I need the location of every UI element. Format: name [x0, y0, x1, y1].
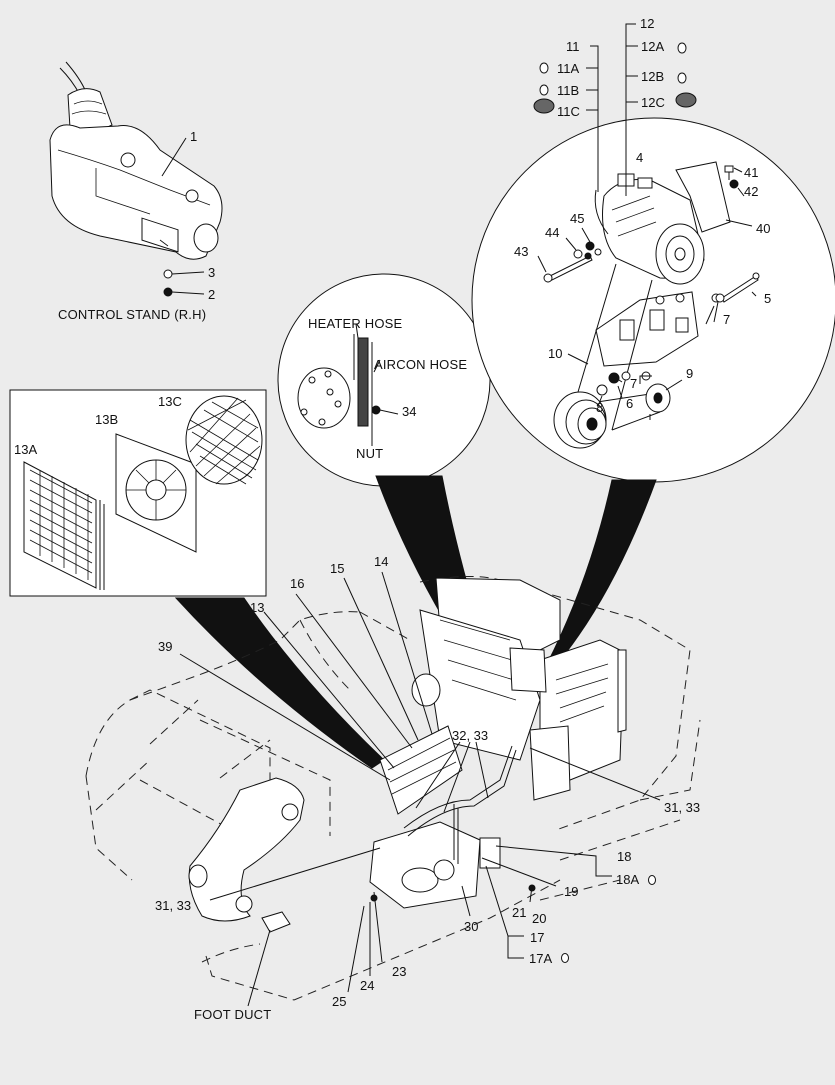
label-12b: 12B	[641, 69, 664, 84]
label-14: 14	[374, 554, 388, 569]
hose-detail-inset	[277, 273, 491, 487]
label-4: 4	[636, 150, 643, 165]
engine-assembly	[261, 577, 627, 933]
label-11: 11	[566, 39, 580, 54]
label-12c: 12C	[641, 95, 665, 110]
caption-aircon-hose: AIRCON HOSE	[374, 357, 467, 372]
label-15: 15	[330, 561, 344, 576]
label-30: 30	[464, 919, 478, 934]
label-12a: 12A	[641, 39, 664, 54]
label-2: 2	[208, 287, 215, 302]
bolt-21	[528, 884, 536, 892]
label-45: 45	[570, 211, 584, 226]
label-11a: 11A	[557, 61, 579, 76]
label-9: 9	[686, 366, 693, 381]
label-18: 18	[617, 849, 631, 864]
caption-heater-hose: HEATER HOSE	[308, 316, 403, 331]
caption-foot-duct: FOOT DUCT	[194, 1007, 271, 1022]
label-13: 13	[250, 600, 264, 615]
bolt-24	[370, 894, 378, 902]
label-19: 19	[564, 884, 578, 899]
label-13a: 13A	[14, 442, 37, 457]
label-16: 16	[290, 576, 304, 591]
washer-17a	[561, 953, 569, 963]
caption-control-stand: CONTROL STAND (R.H)	[58, 307, 206, 322]
main-leader-lines	[179, 571, 661, 1007]
label-31-33-right: 31, 33	[664, 800, 700, 815]
washer-callouts	[533, 23, 697, 196]
label-13b: 13B	[95, 412, 118, 427]
label-31-33-left: 31, 33	[155, 898, 191, 913]
label-25: 25	[332, 994, 346, 1009]
label-41: 41	[744, 165, 758, 180]
label-43: 43	[514, 244, 528, 259]
label-34: 34	[402, 404, 416, 419]
label-11b: 11B	[557, 83, 579, 98]
control-stand-illustration	[49, 61, 223, 297]
label-17: 17	[530, 930, 544, 945]
label-21: 21	[512, 905, 526, 920]
label-13c: 13C	[158, 394, 182, 409]
label-8: 8	[596, 400, 603, 415]
label-3: 3	[208, 265, 215, 280]
label-40: 40	[756, 221, 770, 236]
condenser-inset	[9, 389, 267, 597]
label-7-right: 7	[723, 312, 730, 327]
label-42: 42	[744, 184, 758, 199]
label-24: 24	[360, 978, 374, 993]
label-17a: 17A	[529, 951, 552, 966]
caption-nut: NUT	[356, 446, 383, 461]
washer-18a	[648, 875, 656, 885]
label-10: 10	[548, 346, 562, 361]
label-1: 1	[190, 129, 197, 144]
label-32-33: 32, 33	[452, 728, 488, 743]
compressor-inset	[471, 117, 835, 483]
label-12: 12	[640, 16, 654, 31]
label-5: 5	[764, 291, 771, 306]
label-6: 6	[626, 396, 633, 411]
label-23: 23	[392, 964, 406, 979]
label-44: 44	[545, 225, 559, 240]
label-39: 39	[158, 639, 172, 654]
label-11c: 11C	[557, 104, 580, 119]
label-18a: 18A	[616, 872, 639, 887]
label-20: 20	[532, 911, 546, 926]
label-7-center: 7	[630, 376, 637, 391]
